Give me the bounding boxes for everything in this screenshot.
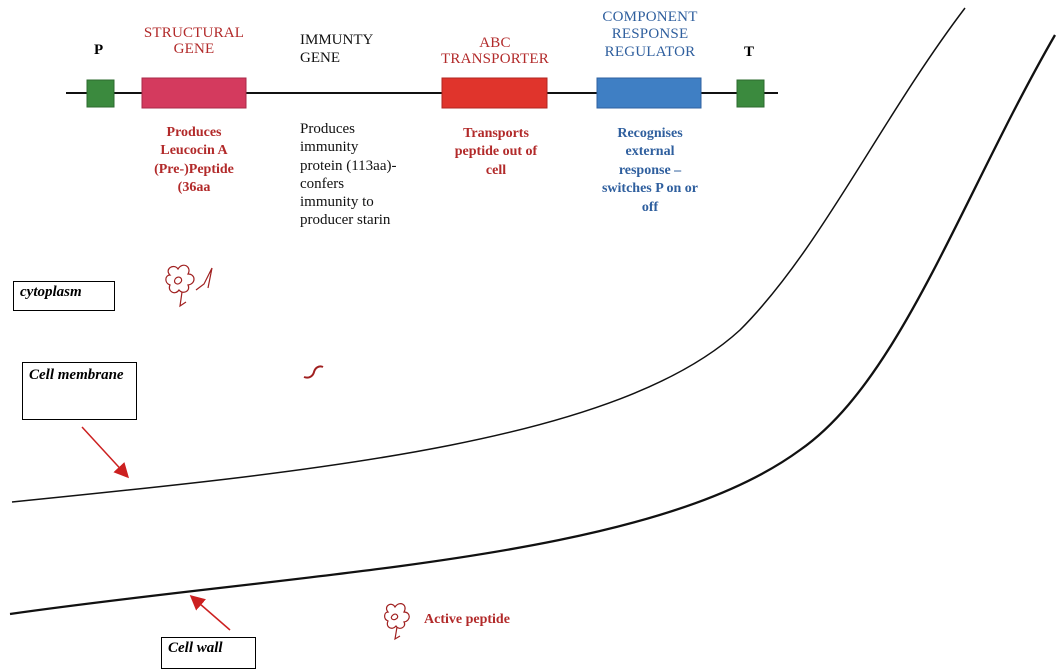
immunity-gene-heading: IMMUNTY GENE	[300, 32, 373, 66]
immunity-gene-description: Produces immunity protein (113aa)- confe…	[300, 121, 397, 229]
cell-membrane-curve	[11, 7, 966, 503]
wall-arrow	[189, 595, 231, 631]
terminator-letter: T	[744, 44, 755, 60]
structural-gene-block	[141, 77, 247, 109]
structural-gene-heading: STRUCTURAL GENE	[143, 25, 245, 57]
abc-transporter-description: Transports peptide out of cell	[454, 126, 538, 178]
abc-transporter-block	[441, 77, 548, 109]
terminator-block	[736, 79, 765, 108]
promoter-block	[86, 79, 115, 108]
active-peptide-icon	[384, 603, 410, 641]
active-peptide-label: Active peptide	[424, 612, 510, 627]
cytoplasm-label: cytoplasm	[13, 281, 115, 311]
regulator-block	[596, 77, 702, 109]
structural-gene-description: Produces Leucocin A (Pre-)Peptide (36aa	[154, 125, 234, 196]
cell-membrane-label: Cell membrane	[22, 362, 137, 420]
abc-transporter-heading: ABC TRANSPORTER	[441, 35, 549, 67]
peptide-fragment-icon	[303, 365, 324, 379]
folded-peptide-icon	[165, 264, 213, 308]
promoter-letter: P	[94, 42, 104, 58]
membrane-arrow	[81, 426, 130, 479]
regulator-heading: COMPONENT RESPONSE REGULATOR	[602, 9, 698, 60]
cell-wall-label: Cell wall	[161, 637, 256, 669]
regulator-description: Recognises external response – switches …	[601, 126, 699, 215]
cell-wall-curve	[9, 34, 1056, 616]
